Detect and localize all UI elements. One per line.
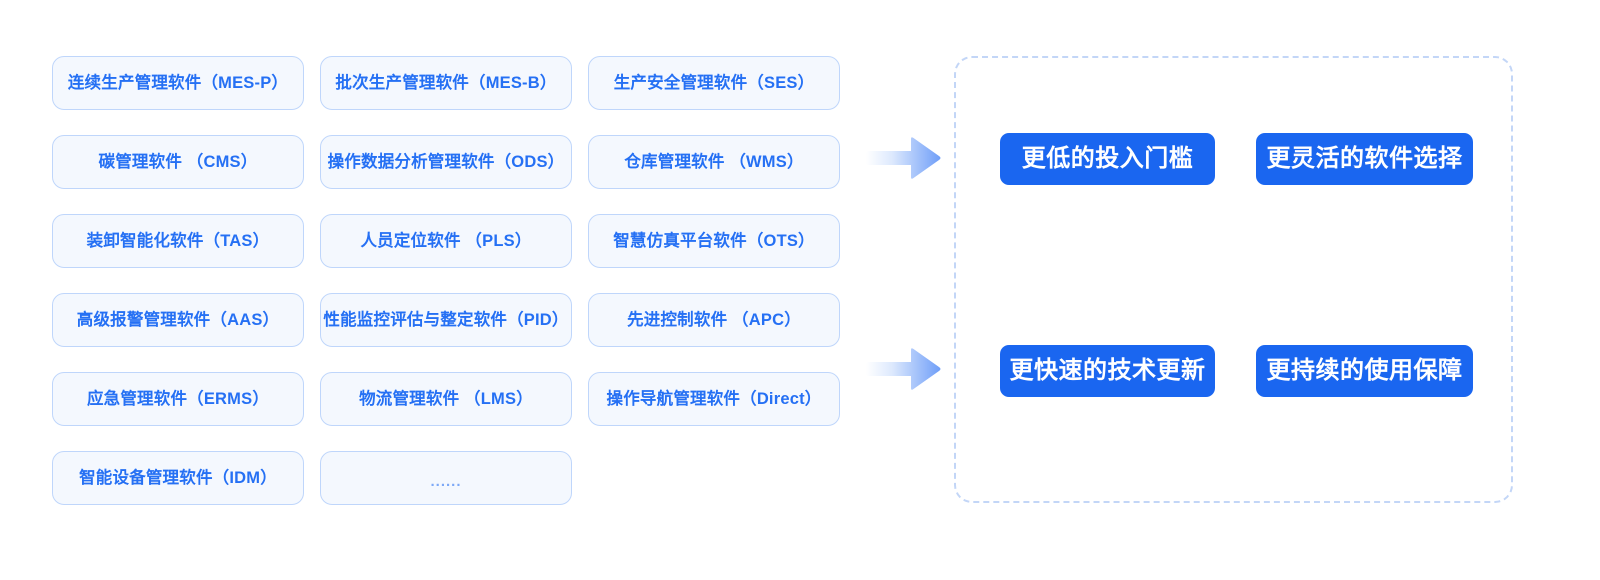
software-card[interactable]: 仓库管理软件 （WMS） (588, 135, 840, 189)
software-card-label: 性能监控评估与整定软件（PID） (323, 310, 569, 329)
software-card-label: 连续生产管理软件（MES-P） (67, 73, 289, 92)
software-card[interactable]: 批次生产管理软件（MES-B） (320, 56, 572, 110)
software-card[interactable]: 物流管理软件 （LMS） (320, 372, 572, 426)
software-card-label: 智能设备管理软件（IDM） (79, 468, 277, 487)
software-card[interactable]: 性能监控评估与整定软件（PID） (320, 293, 572, 347)
software-card-label: 仓库管理软件 （WMS） (624, 152, 804, 171)
benefit-chip[interactable]: 更快速的技术更新 (1000, 345, 1215, 397)
benefit-chip[interactable]: 更持续的使用保障 (1256, 345, 1473, 397)
software-card-label: 智慧仿真平台软件（OTS） (613, 231, 815, 250)
software-card[interactable]: 装卸智能化软件（TAS） (52, 214, 304, 268)
software-card[interactable]: 人员定位软件 （PLS） (320, 214, 572, 268)
software-card-label: 操作导航管理软件（Direct） (606, 389, 822, 408)
software-card-label: 批次生产管理软件（MES-B） (335, 73, 557, 92)
software-card[interactable]: 应急管理软件（ERMS） (52, 372, 304, 426)
software-card-placeholder (588, 451, 840, 505)
benefit-chip-label: 更持续的使用保障 (1266, 357, 1463, 384)
software-card-label: 应急管理软件（ERMS） (86, 389, 270, 408)
software-card[interactable]: ...... (320, 451, 572, 505)
software-card[interactable]: 高级报警管理软件（AAS） (52, 293, 304, 347)
benefits-chip-grid: 更低的投入门槛 更灵活的软件选择更快速的技术更新 更持续的使用保障 (1000, 133, 1473, 397)
benefit-chip-label: 更灵活的软件选择 (1266, 145, 1463, 172)
software-card[interactable]: 操作数据分析管理软件（ODS） (320, 135, 572, 189)
software-card-grid: 连续生产管理软件（MES-P） 批次生产管理软件（MES-B） 生产安全管理软件（S… (52, 56, 840, 505)
software-card-label: 生产安全管理软件（SES） (613, 73, 815, 92)
software-card[interactable]: 操作导航管理软件（Direct） (588, 372, 840, 426)
benefits-panel (954, 56, 1513, 503)
software-card[interactable]: 连续生产管理软件（MES-P） (52, 56, 304, 110)
software-card-label: 操作数据分析管理软件（ODS） (327, 152, 565, 171)
software-card-label: 高级报警管理软件（AAS） (76, 310, 280, 329)
software-card[interactable]: 生产安全管理软件（SES） (588, 56, 840, 110)
benefit-chip-label: 更快速的技术更新 (1009, 357, 1206, 384)
benefit-chip[interactable]: 更灵活的软件选择 (1256, 133, 1473, 185)
flow-arrow-right-icon-2 (866, 346, 942, 392)
software-card[interactable]: 智能设备管理软件（IDM） (52, 451, 304, 505)
benefit-chip-label: 更低的投入门槛 (1021, 145, 1194, 172)
software-card[interactable]: 智慧仿真平台软件（OTS） (588, 214, 840, 268)
software-card-label: 碳管理软件 （CMS） (98, 152, 258, 171)
software-card-label: 装卸智能化软件（TAS） (86, 231, 270, 250)
software-card-label: 先进控制软件 （APC） (627, 310, 801, 329)
flow-arrow-right-icon (866, 135, 942, 181)
software-card-label: ...... (430, 472, 462, 490)
benefit-chip[interactable]: 更低的投入门槛 (1000, 133, 1215, 185)
software-card[interactable]: 先进控制软件 （APC） (588, 293, 840, 347)
software-card-label: 人员定位软件 （PLS） (360, 231, 532, 250)
software-card-label: 物流管理软件 （LMS） (359, 389, 533, 408)
software-card[interactable]: 碳管理软件 （CMS） (52, 135, 304, 189)
